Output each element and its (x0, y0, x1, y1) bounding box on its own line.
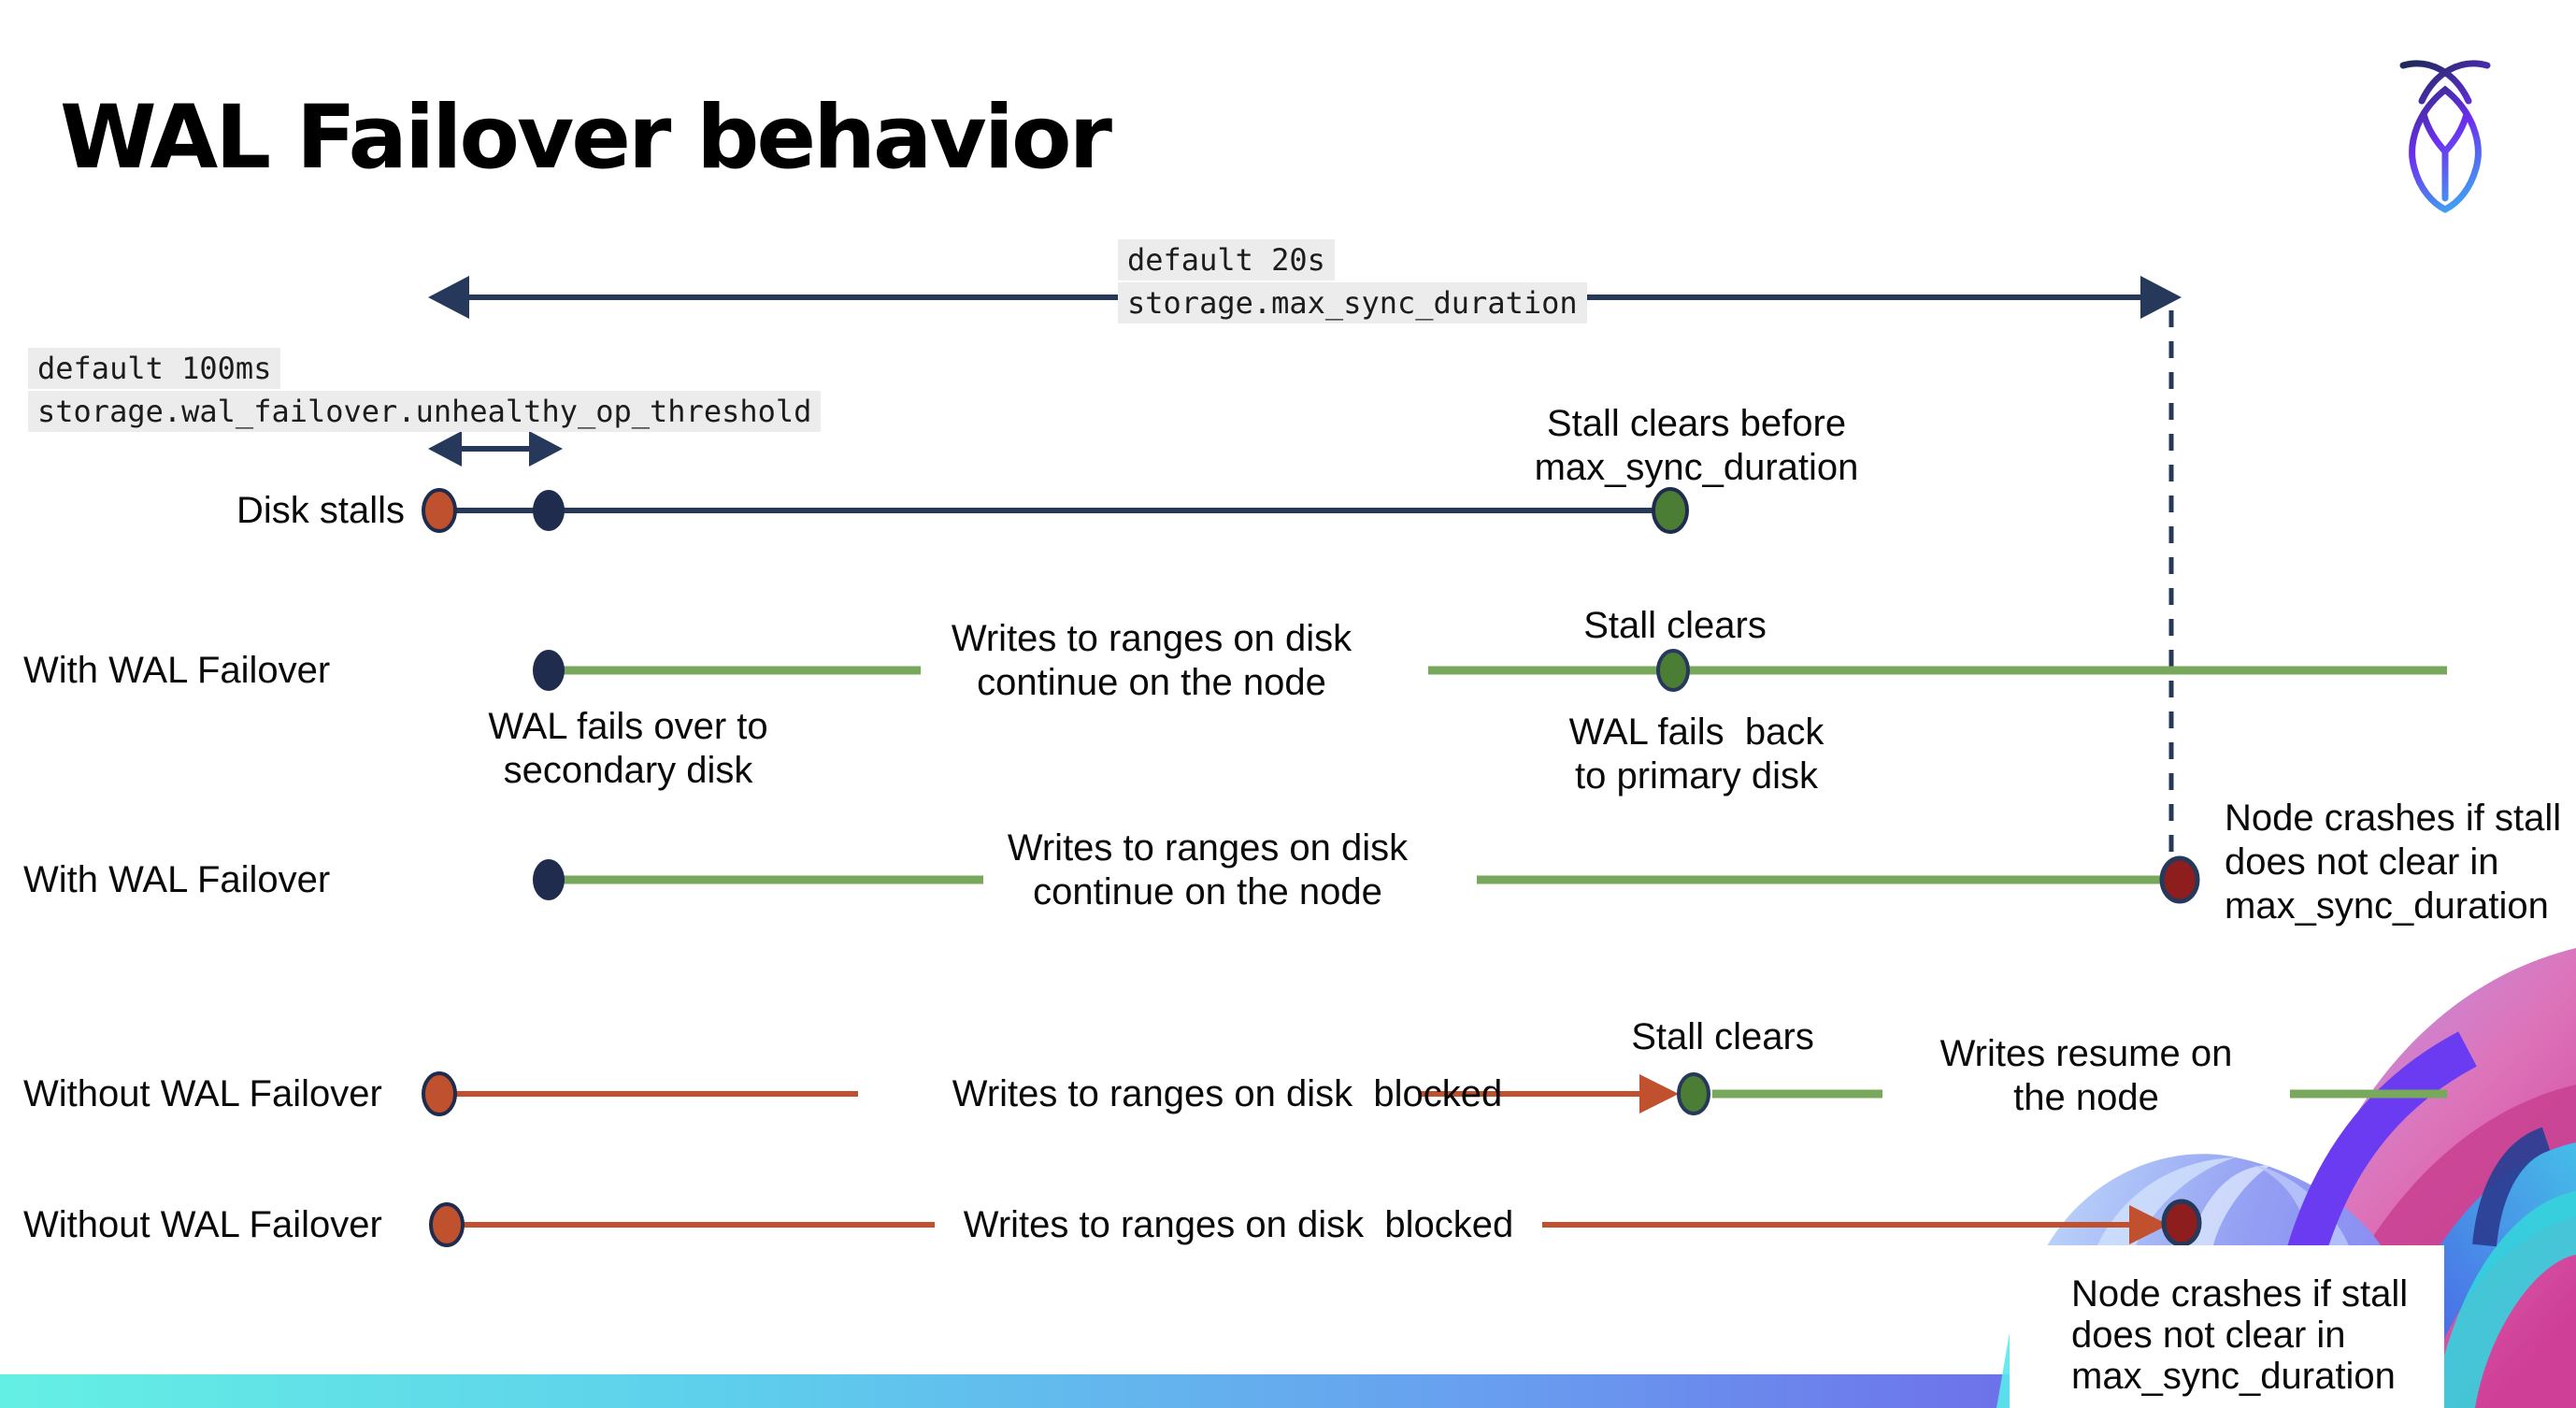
failover-dot (533, 650, 565, 691)
unhealthy-op-setting-name: storage.wal_failover.unhealthy_op_thresh… (28, 391, 822, 432)
writes-resume-note: Writes resume on the node (1939, 1033, 2233, 1118)
failback-dot (1656, 649, 1690, 692)
stall-clears-dot (1677, 1072, 1710, 1115)
stall-start-dot (422, 1071, 457, 1116)
row-label-without-wal-failover-2: Without WAL Failover (23, 1204, 382, 1245)
timeline-without-failover-clears (422, 1071, 2447, 1116)
stall-start-dot (422, 488, 457, 533)
row-label-without-wal-failover: Without WAL Failover (23, 1073, 382, 1114)
row-label-with-wal-failover-2: With WAL Failover (23, 859, 331, 900)
unhealthy-op-default-value: default 100ms (28, 348, 281, 389)
node-crash-callout-box: Node crashes if stall does not clear in … (2010, 1245, 2444, 1408)
page-title: WAL Failover behavior (60, 86, 1112, 189)
row-label-disk-stalls: Disk stalls (236, 490, 405, 531)
unhealthy-op-threshold-label: default 100ms storage.wal_failover.unhea… (28, 348, 822, 432)
stall-clears-label: Stall clears (1583, 605, 1767, 646)
unhealthy-op-threshold-arrow (428, 431, 563, 467)
timeline-without-failover-crash (429, 1199, 2202, 1247)
max-sync-duration-label: default 20s storage.max_sync_duration (1118, 239, 1587, 323)
timeline-with-failover-crash (533, 855, 2200, 904)
node-crash-note: Node crashes if stall does not clear in … (2225, 797, 2562, 927)
node-crash-dot (2161, 1199, 2202, 1247)
max-sync-default-value: default 20s (1118, 239, 1335, 280)
stall-clears-label-2: Stall clears (1631, 1016, 1814, 1057)
stall-clears-before-note: Stall clears before max_sync_duration (1534, 403, 1859, 488)
stall-clears-dot (1652, 487, 1689, 534)
writes-continue-note-2: Writes to ranges on disk continue on the… (1007, 827, 1409, 912)
node-crash-dot (2159, 855, 2200, 904)
threshold-dot (533, 490, 565, 531)
writes-blocked-note: Writes to ranges on disk blocked (952, 1073, 1503, 1114)
writes-continue-note: Writes to ranges on disk continue on the… (951, 618, 1352, 703)
failover-dot (533, 859, 565, 900)
node-crash-note-2: Node crashes if stall does not clear in … (2071, 1273, 2409, 1397)
failback-primary-note: WAL fails back to primary disk (1568, 711, 1825, 797)
timeline-disk-stalls (422, 487, 1689, 534)
timeline-with-failover-clears (533, 649, 2447, 692)
max-sync-setting-name: storage.max_sync_duration (1118, 282, 1587, 323)
cockroachdb-logo-icon (2399, 60, 2491, 213)
failover-secondary-note: WAL fails over to secondary disk (488, 706, 768, 791)
stall-start-dot (429, 1202, 465, 1247)
writes-blocked-note-2: Writes to ranges on disk blocked (963, 1204, 1514, 1245)
row-label-with-wal-failover: With WAL Failover (23, 650, 331, 691)
